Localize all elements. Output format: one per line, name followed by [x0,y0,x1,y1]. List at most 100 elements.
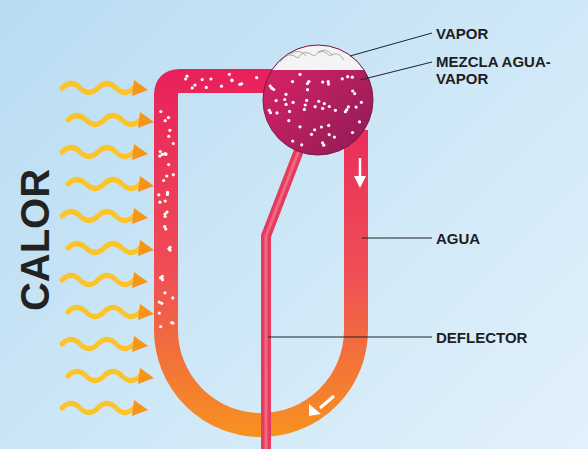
flow-arrow-head [309,404,321,416]
bubble [275,99,278,102]
bubble [255,76,258,79]
bubble [209,77,212,80]
bubble [314,105,317,108]
bubble [160,302,163,305]
deflector-pipe [266,140,303,449]
flow-arrow [359,158,362,178]
bubble [345,108,348,111]
bubble [164,153,167,156]
heat-arrow-head [132,80,148,96]
flow-arrow-head [354,176,366,188]
bubble [172,173,175,176]
bubble [284,93,287,96]
bubble [317,100,320,103]
bubble [323,102,326,105]
bubble [167,163,170,166]
bubble [220,85,223,88]
bubble [321,81,324,84]
bubble [163,291,166,294]
bubble [298,125,301,128]
heat-wave [62,212,134,221]
part-label: MEZCLA AGUA-VAPOR [436,53,566,87]
bubble [159,325,162,328]
bubble [170,321,173,324]
steam-bubbles [157,73,363,329]
bubble [321,107,324,110]
bubble [164,199,167,202]
bubble [163,225,166,228]
heat-wave [62,84,134,93]
bubble [158,311,161,314]
bubble [167,135,170,138]
bubble [287,119,290,122]
bubble [191,86,194,89]
heat-arrow-head [138,176,154,192]
bubble [230,79,233,82]
bubble [171,296,174,299]
bubble [168,246,171,249]
heat-wave [68,308,140,317]
bubble [328,105,331,108]
heat-wave [62,340,134,349]
bubble [358,120,361,123]
bubble [205,86,208,89]
heat-wave [62,148,134,157]
bubble [355,106,358,109]
bubble [327,124,330,127]
heat-wave [68,116,140,125]
bubble [298,73,301,76]
vapor-texture [280,50,344,62]
bubble [157,193,160,196]
bubble [304,103,307,106]
bubble [164,119,167,122]
heat-arrow-head [138,368,154,384]
bubble [313,128,316,131]
bubble [321,141,324,144]
drum-outline [263,45,373,155]
bubble [269,85,272,88]
bubble [166,191,169,194]
bubble [283,98,286,101]
part-label: DEFLECTOR [436,329,527,346]
bubble [310,133,313,136]
part-label: AGUA [436,230,480,247]
bubble [306,88,309,91]
bubble [334,109,337,112]
bubble [346,75,349,78]
deflector-line [266,140,303,449]
heat-label: CALOR [13,169,57,311]
heat-arrows [62,80,154,416]
bubble [351,76,354,79]
leader-line [268,337,432,338]
heat-arrow-head [138,112,154,128]
vapor-space [260,40,380,70]
bubble [320,125,323,128]
bubble [193,84,196,87]
bubble [172,142,175,145]
heat-arrow-head [132,336,148,352]
bubble [288,110,291,113]
bubble [328,133,331,136]
heat-wave [68,244,140,253]
bubble [228,73,231,76]
heat-arrow-head [132,272,148,288]
bubble [165,174,168,177]
bubble [185,75,188,78]
bubble [161,275,164,278]
leader-line [360,62,432,80]
heat-wave [68,372,140,381]
heat-arrow-head [138,240,154,256]
bubble [167,116,170,119]
bubble [164,153,167,156]
heat-arrow-head [132,208,148,224]
bubble [305,99,308,102]
bubble [300,143,303,146]
heat-arrow-head [132,400,148,416]
bubble [307,80,310,83]
heat-wave [62,404,134,413]
heat-wave [62,276,134,285]
bubble [291,80,294,83]
bubble [168,129,171,132]
bubble [303,108,306,111]
bubble [341,77,344,80]
